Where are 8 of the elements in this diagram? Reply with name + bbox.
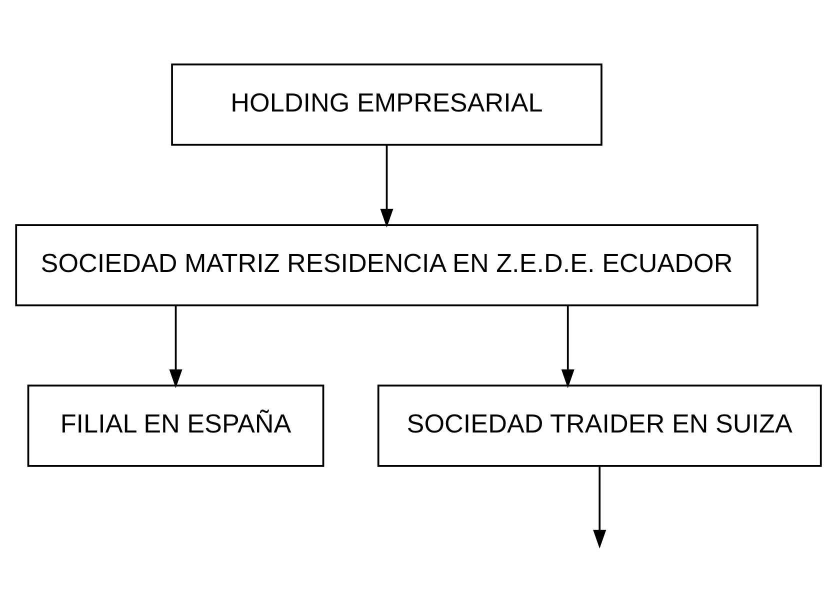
node-box: HOLDING EMPRESARIAL (171, 63, 602, 146)
node-box: FILIAL EN ESPAÑA (27, 384, 324, 466)
arrow (593, 466, 606, 548)
arrow (561, 305, 574, 388)
node-box: SOCIEDAD MATRIZ RESIDENCIA EN Z.E.D.E. ECUADOR (15, 224, 758, 306)
node-box: SOCIEDAD TRAIDER EN SUIZA (377, 384, 822, 466)
arrow (380, 144, 394, 227)
arrow (169, 305, 182, 388)
